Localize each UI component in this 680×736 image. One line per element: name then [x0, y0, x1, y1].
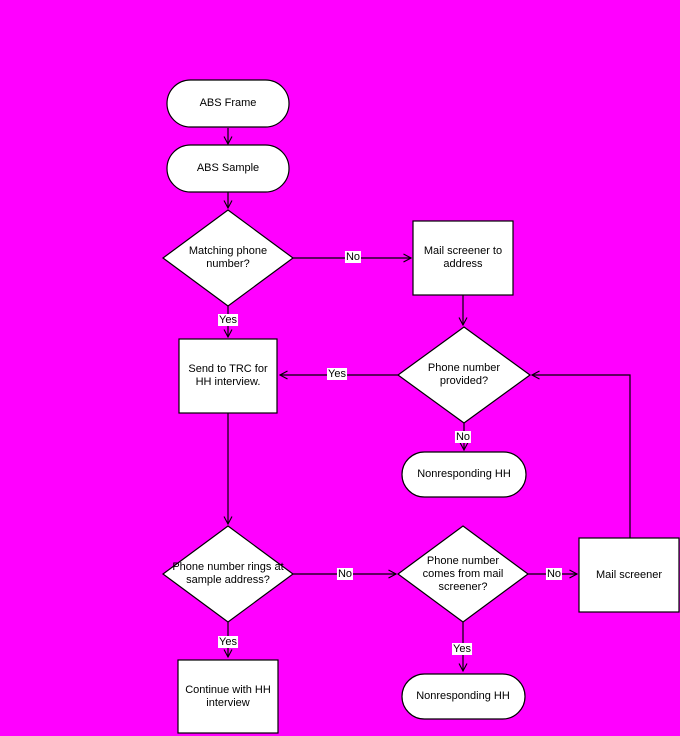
- node-abs-frame-label: ABS Frame: [199, 97, 257, 109]
- node-matching-phone-number-label: Matching phone number?: [188, 245, 268, 270]
- edge-label-no-provided-to-nonresponding: No: [454, 431, 472, 443]
- node-send-to-trc-label: Send to TRC for HH interview.: [188, 363, 268, 388]
- edge-label-yes-provided-to-trc: Yes: [327, 368, 347, 380]
- edge-label-no-matching-to-mail-screener: No: [344, 251, 362, 263]
- node-phone-number-provided-label: Phone number provided?: [427, 362, 501, 387]
- node-nonresponding-hh-upper-label: Nonresponding HH: [417, 468, 511, 480]
- node-matching-phone-number-shape: [161, 209, 295, 307]
- node-nonresponding-hh-lower-label: Nonresponding HH: [416, 690, 510, 702]
- edge-label-no-comes-from-to-mail-screener: No: [545, 568, 563, 580]
- node-mail-screener-label: Mail screener: [595, 568, 663, 581]
- node-abs-frame-shape: [166, 79, 290, 128]
- node-mail-screener-to-address-label: Mail screener to address: [423, 245, 503, 270]
- node-phone-number-from-mail-screener-shape: [396, 525, 530, 623]
- node-continue-with-hh-interview-shape: [177, 659, 279, 734]
- node-phone-number-rings-shape: [161, 525, 295, 623]
- edge-label-yes-comes-from-to-nonresponding: Yes: [452, 643, 472, 655]
- node-abs-sample-label: ABS Sample: [196, 162, 260, 174]
- edge-label-yes-matching-to-trc: Yes: [218, 314, 238, 326]
- node-mail-screener-to-address-shape: [412, 220, 514, 296]
- node-mail-screener-shape: [578, 537, 680, 613]
- node-nonresponding-hh-upper-shape: [401, 451, 527, 498]
- node-nonresponding-hh-lower-shape: [401, 673, 526, 720]
- node-phone-number-from-mail-screener-label: Phone number comes from mail screener?: [422, 554, 504, 593]
- edge-mail-screener-to-phone-number-provided: [532, 375, 631, 538]
- edge-label-no-rings-to-comes-from: No: [336, 568, 354, 580]
- node-send-to-trc-shape: [178, 338, 278, 414]
- node-phone-number-rings-label: Phone number rings at sample address?: [172, 561, 284, 586]
- edge-label-yes-rings-to-continue: Yes: [218, 636, 238, 648]
- node-continue-with-hh-interview-label: Continue with HH interview: [185, 684, 271, 709]
- node-abs-sample-shape: [166, 144, 290, 193]
- node-phone-number-provided-shape: [396, 326, 532, 424]
